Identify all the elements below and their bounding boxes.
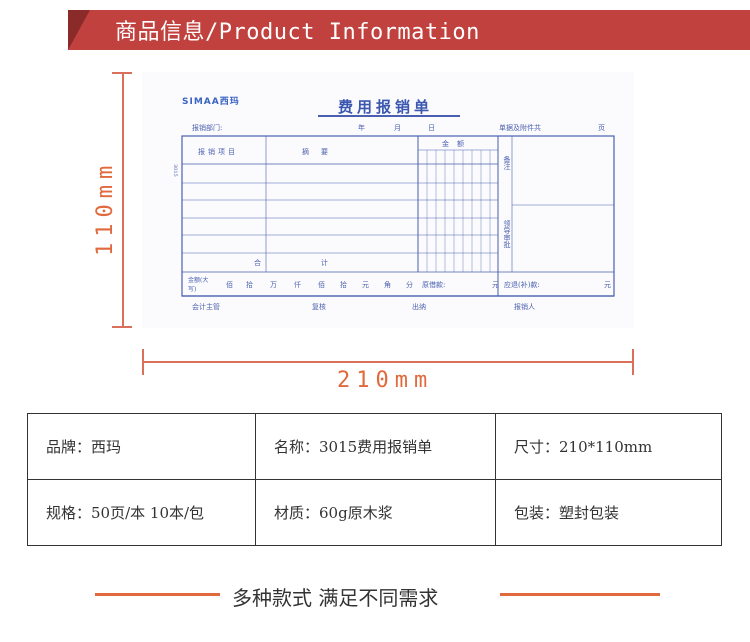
approval-label: 领导审批 [503, 220, 511, 248]
form-title: 费用报销单 [338, 98, 434, 116]
height-dimension-label: 110mm [93, 159, 118, 256]
attachment-unit: 页 [598, 124, 605, 132]
table-row: 规格：50页/本 10本/包 材质：60g原木浆 包装：塑封包装 [27, 479, 722, 546]
footer-line-left [95, 593, 220, 596]
refund-label: 应退(补)款: [504, 281, 540, 289]
header-banner [68, 10, 750, 50]
spec-packaging: 包装：塑封包装 [495, 479, 722, 546]
sig-cashier: 出纳 [412, 303, 426, 311]
amount-unit-3: 万 [270, 281, 277, 289]
table-row: 品牌：西玛 名称：3015费用报销单 尺寸：210*110mm [27, 413, 722, 480]
amount-unit-9: 分 [406, 281, 413, 289]
date-month: 月 [394, 124, 401, 132]
amount-unit-5: 佰 [318, 281, 325, 289]
height-dimension-line [122, 72, 124, 328]
col-desc: 摘要 [302, 148, 340, 156]
height-dimension-cap-bottom [112, 326, 132, 328]
side-code: 3015 [172, 164, 178, 177]
dept-label: 报销部门: [192, 124, 223, 132]
spec-table: 品牌：西玛 名称：3015费用报销单 尺寸：210*110mm 规格：50页/本… [27, 413, 722, 546]
width-dimension-cap-right [632, 349, 634, 375]
product-image-form: SIMAA西玛 费用报销单 报销部门: 年 月 日 单据及附件 [142, 72, 634, 328]
spec-size: 尺寸：210*110mm [495, 413, 722, 480]
footer-slogan: 多种款式 满足不同需求 [232, 586, 439, 610]
sig-review: 复核 [312, 303, 326, 311]
spec-name: 名称：3015费用报销单 [255, 413, 496, 480]
header-title: 商品信息/Product Information [115, 20, 480, 45]
date-day: 日 [428, 124, 435, 132]
total-label: 合计 [254, 259, 388, 267]
date-year: 年 [358, 124, 365, 132]
sig-claimant: 报销人 [514, 303, 535, 311]
amount-unit-2: 拾 [246, 281, 253, 289]
amount-unit-1: 佰 [226, 281, 233, 289]
amount-unit-7: 元 [362, 281, 369, 289]
spec-packing-count: 规格：50页/本 10本/包 [27, 479, 256, 546]
amount-unit-6: 拾 [340, 281, 347, 289]
attachment-label: 单据及附件共 [499, 124, 541, 132]
form-grid [181, 115, 615, 297]
refund-yuan: 元 [604, 281, 611, 289]
footer-line-right [500, 593, 660, 596]
amount-unit-8: 角 [384, 281, 391, 289]
loan-yuan: 元 [492, 281, 499, 289]
banner-fold [68, 10, 90, 50]
width-dimension-cap-left [142, 349, 144, 375]
col-amount: 金额 [442, 140, 472, 148]
original-loan-label: 原借款: [422, 281, 446, 289]
height-dimension-cap-top [112, 72, 132, 74]
spec-brand: 品牌：西玛 [27, 413, 256, 480]
width-dimension-label: 210mm [337, 368, 434, 393]
sig-accountant: 会计主管 [192, 303, 220, 311]
brand-logo: SIMAA西玛 [182, 97, 240, 107]
col-note: 备注 [503, 156, 511, 170]
amount-caps-label: 金额(大写) [188, 277, 209, 293]
width-dimension-line [142, 361, 634, 363]
spec-material: 材质：60g原木浆 [255, 479, 496, 546]
col-item: 报销项目 [198, 148, 238, 156]
amount-unit-4: 仟 [294, 281, 301, 289]
